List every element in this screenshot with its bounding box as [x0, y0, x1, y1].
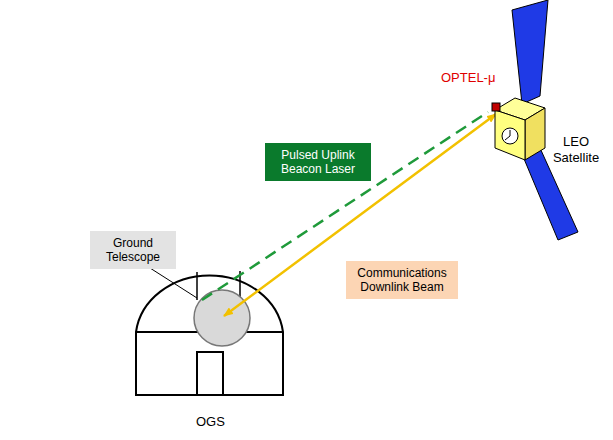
leader-line: [150, 268, 197, 298]
node-text: Ground Telescope: [96, 236, 170, 264]
label-box: Ground Telescope: [90, 231, 176, 269]
downlink-label-box: Communications Downlink Beam: [346, 261, 458, 299]
satellite-label: LEO Satellite: [546, 134, 606, 166]
part-label: OPTEL-μ: [441, 70, 495, 86]
uplink-beam: [202, 112, 488, 300]
station-label: OGS: [196, 414, 225, 430]
beacon-label-box: Pulsed Uplink Beacon Laser: [265, 143, 371, 181]
satellite: [492, 0, 578, 240]
downlink-beam: [224, 114, 496, 316]
node-text: Pulsed Uplink Beacon Laser: [271, 148, 365, 176]
node-text: Communications Downlink Beam: [352, 266, 452, 294]
